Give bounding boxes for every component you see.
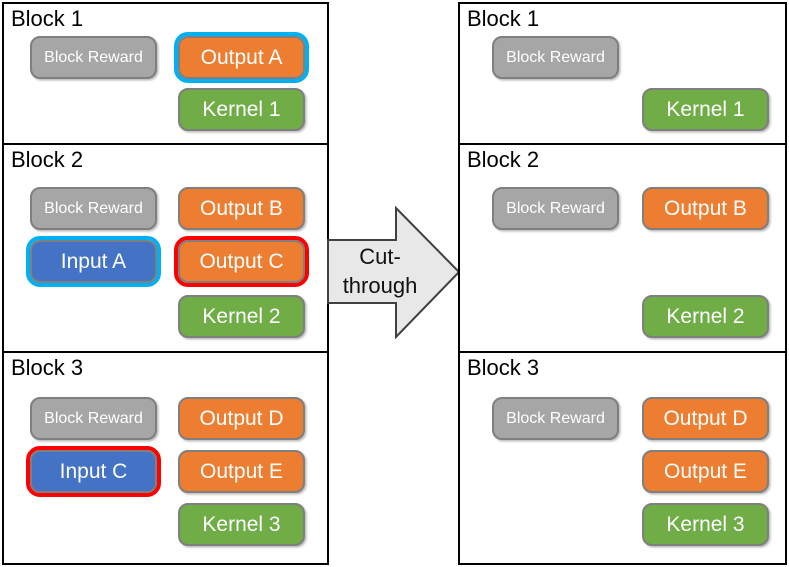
chip-output-e: Output E	[642, 450, 769, 493]
chip-block-reward: Block Reward	[492, 36, 619, 79]
chip-kernel-3: Kernel 3	[642, 503, 769, 546]
chip-output-b: Output B	[642, 187, 769, 230]
chip-output-b: Output B	[178, 187, 305, 230]
cut-through-label-line2: through	[342, 273, 418, 298]
right-arrow-icon	[327, 206, 461, 339]
chip-output-d: Output D	[642, 397, 769, 440]
chip-block-reward: Block Reward	[30, 187, 157, 230]
chip-output-e: Output E	[178, 450, 305, 493]
chip-kernel-3: Kernel 3	[178, 503, 305, 546]
cut-through-label: Cut- through	[327, 239, 433, 303]
block-title: Block 3	[11, 355, 84, 380]
chip-kernel-2: Kernel 2	[178, 295, 305, 338]
block-3-before: Block 3 Block Reward Output D Input C Ou…	[2, 351, 329, 565]
block-title: Block 1	[11, 6, 84, 31]
block-2-after: Block 2 Block Reward Output B Kernel 2	[458, 143, 787, 353]
block-title: Block 3	[467, 355, 540, 380]
chip-input-c: Input C	[26, 446, 161, 497]
block-1-after: Block 1 Block Reward Kernel 1	[458, 2, 787, 145]
chip-output-c: Output C	[174, 236, 309, 287]
block-title: Block 2	[11, 147, 84, 172]
chip-output-a: Output A	[174, 32, 309, 83]
block-2-before: Block 2 Block Reward Output B Input A Ou…	[2, 143, 329, 353]
chip-block-reward: Block Reward	[492, 397, 619, 440]
chip-output-d: Output D	[178, 397, 305, 440]
block-3-after: Block 3 Block Reward Output D Output E K…	[458, 351, 787, 565]
chip-kernel-1: Kernel 1	[178, 88, 305, 131]
chip-block-reward: Block Reward	[30, 397, 157, 440]
block-title: Block 1	[467, 6, 540, 31]
block-title: Block 2	[467, 147, 540, 172]
block-1-before: Block 1 Block Reward Output A Kernel 1	[2, 2, 329, 145]
cut-through-label-line1: Cut-	[359, 244, 401, 269]
chip-input-a: Input A	[26, 236, 161, 287]
chip-kernel-1: Kernel 1	[642, 88, 769, 131]
chip-kernel-2: Kernel 2	[642, 295, 769, 338]
chip-block-reward: Block Reward	[492, 187, 619, 230]
chip-block-reward: Block Reward	[30, 36, 157, 79]
